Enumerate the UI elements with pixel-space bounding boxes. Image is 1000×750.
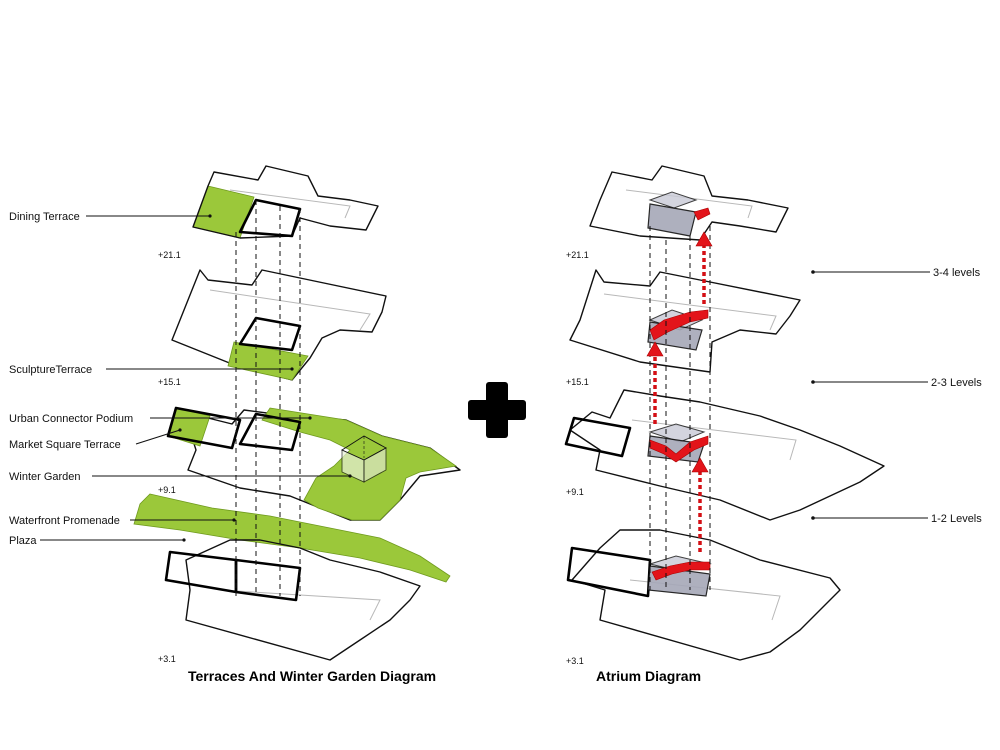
label-dining-terrace: Dining Terrace [9, 211, 80, 223]
circulation-21 [693, 207, 711, 221]
right-plate-21-outline [589, 165, 789, 241]
label-waterfront-promenade: Waterfront Promenade [9, 515, 120, 527]
left-plate-21-outline [192, 165, 379, 239]
waterfront-promenade-area [133, 493, 451, 583]
left-core-15 [238, 316, 302, 352]
right-shafts [649, 226, 711, 590]
sculpture-terrace-area [227, 341, 309, 381]
winter-garden-cube [341, 435, 387, 483]
plaza-frame [164, 550, 238, 594]
atrium-block-21 [647, 203, 697, 237]
right-plate-3-outline [571, 529, 841, 661]
right-plate-15-inner [603, 293, 777, 331]
right-range-leaders [811, 270, 930, 520]
right-plate-3 [566, 529, 841, 661]
left-level-21: +21.1 [158, 250, 181, 260]
right-plate-15-outline [569, 269, 801, 373]
left-level-9: +9.1 [158, 485, 176, 495]
left-leaders [40, 214, 352, 542]
atrium-diagram: 3-4 levels 2-3 Levels 1-2 Levels +21.1 +… [564, 165, 982, 684]
right-frame-3 [566, 546, 652, 598]
range-label-3-4: 3-4 levels [933, 267, 981, 279]
label-sculpture-terrace: SculptureTerrace [9, 364, 92, 376]
left-plate-3-outline [185, 539, 421, 661]
left-plate-3 [133, 493, 451, 661]
left-plate-15-outline [171, 269, 387, 381]
left-core-21 [238, 198, 302, 238]
left-plate-3-inner [219, 589, 381, 621]
right-frame-9 [564, 416, 632, 458]
right-level-3: +3.1 [566, 656, 584, 666]
left-diagram-title: Terraces And Winter Garden Diagram [188, 668, 436, 684]
left-plate-21 [192, 165, 379, 239]
circulation-9 [649, 435, 709, 463]
terraces-diagram: Dining Terrace SculptureTerrace Urban Co… [9, 165, 461, 684]
right-plate-21 [589, 165, 789, 241]
vertical-circulation-arrows [646, 231, 713, 552]
right-level-15: +15.1 [566, 377, 589, 387]
left-shafts [235, 200, 301, 596]
right-diagram-title: Atrium Diagram [596, 668, 701, 684]
range-label-2-3: 2-3 Levels [931, 377, 982, 389]
label-winter-garden: Winter Garden [9, 471, 81, 483]
dining-terrace-area [192, 185, 255, 239]
label-urban-connector-podium: Urban Connector Podium [9, 413, 133, 425]
right-plate-15 [569, 269, 801, 373]
left-plate-15-inner [209, 289, 371, 331]
left-plate-9 [166, 406, 461, 521]
circulation-15 [649, 309, 709, 341]
right-level-21: +21.1 [566, 250, 589, 260]
range-label-1-2: 1-2 Levels [931, 513, 982, 525]
label-market-square-terrace: Market Square Terrace [9, 439, 121, 451]
label-plaza: Plaza [9, 535, 37, 547]
left-plate-21-inner [229, 189, 351, 219]
left-level-15: +15.1 [158, 377, 181, 387]
right-plate-9 [564, 389, 885, 521]
left-level-3: +3.1 [158, 654, 176, 664]
market-square-frame [166, 406, 242, 450]
left-plate-15 [171, 269, 387, 381]
right-level-9: +9.1 [566, 487, 584, 497]
left-core-9 [238, 412, 302, 452]
plus-icon [468, 382, 526, 438]
right-plate-9-outline [569, 389, 885, 521]
